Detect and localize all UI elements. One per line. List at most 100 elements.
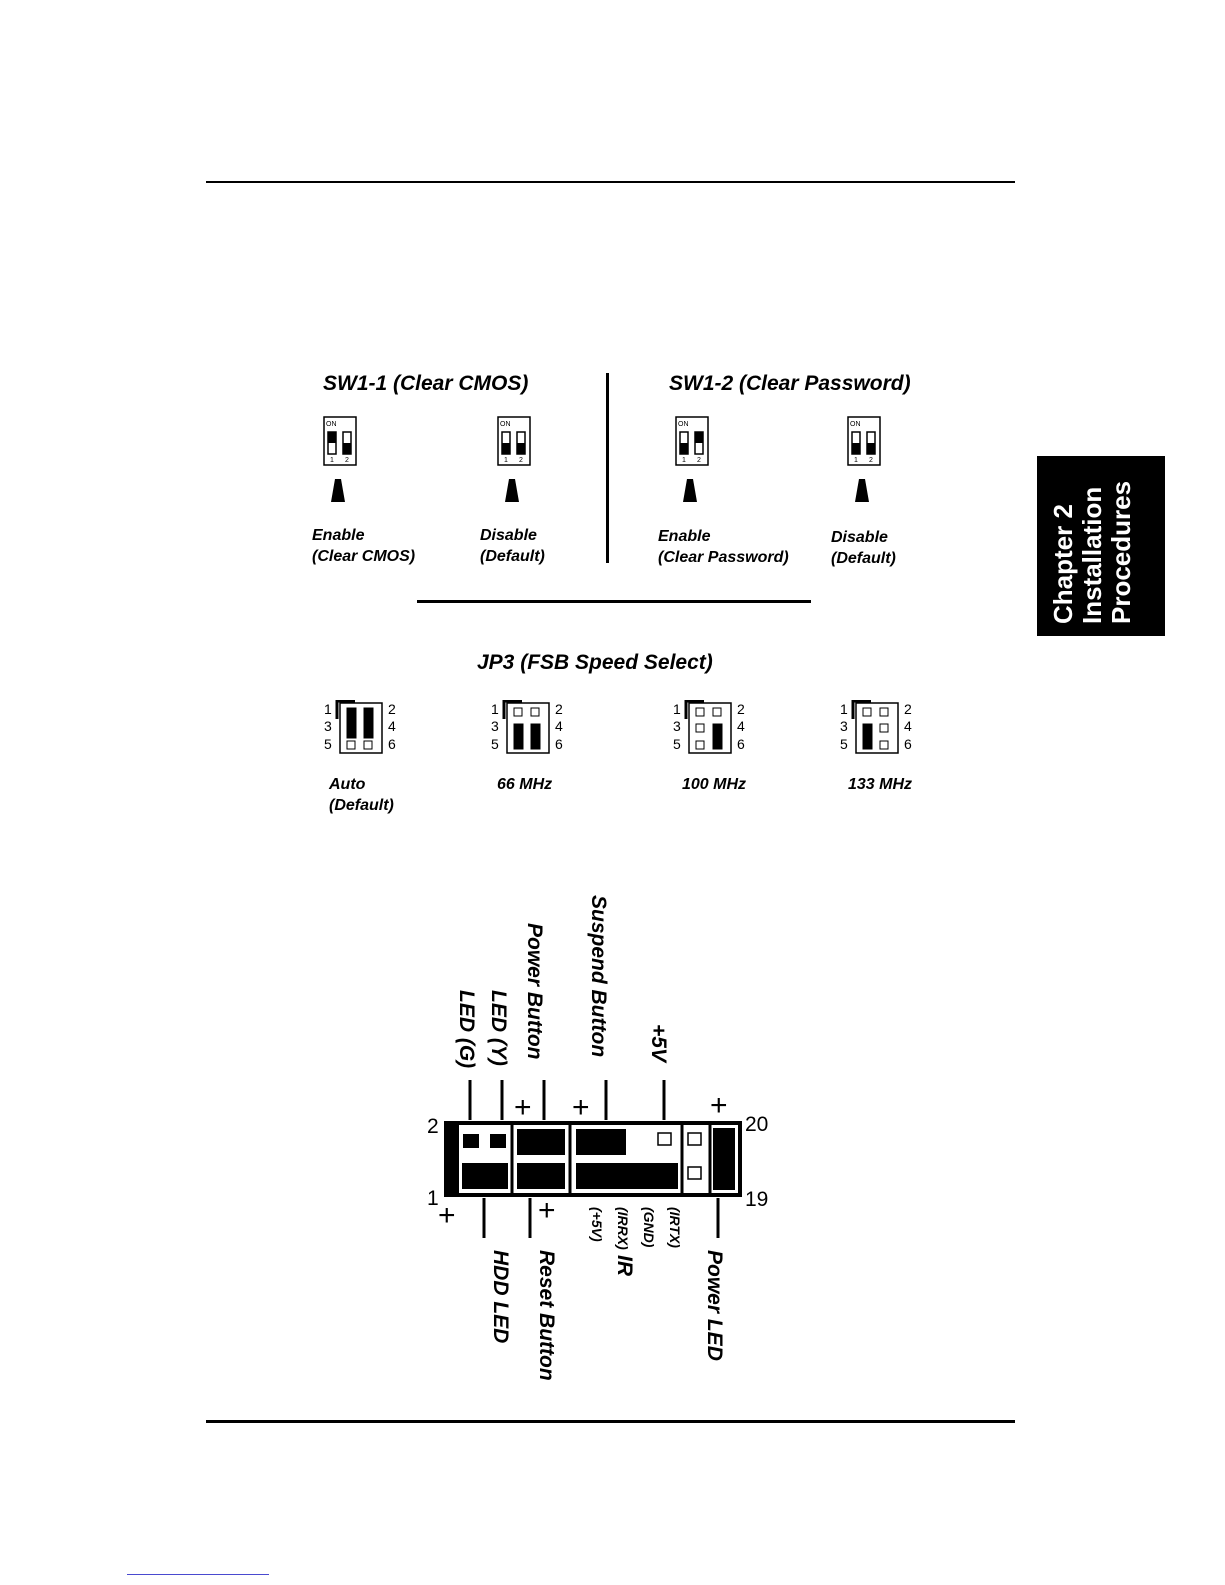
- label-hdd-led: HDD LED: [489, 1250, 512, 1343]
- caption-line: (Default): [480, 548, 545, 565]
- svg-text:2: 2: [737, 701, 745, 717]
- label-led-y: LED (Y): [487, 990, 510, 1066]
- label-plus-5v: +5V: [647, 1024, 670, 1064]
- sw1-2-disable-caption: Disable (Default): [831, 527, 896, 569]
- jp3-auto-caption: Auto (Default): [329, 774, 394, 816]
- front-panel-connector-diagram: LED (G) LED (Y) Power Button Suspend But…: [427, 895, 768, 1381]
- sw1-2-disable-dip: ON 1 2: [847, 416, 881, 502]
- footer-rule: [206, 1420, 1015, 1423]
- caption-line: Disable: [831, 529, 888, 546]
- svg-text:ON: ON: [500, 421, 511, 428]
- svg-text:3: 3: [324, 718, 332, 734]
- svg-text:+: +: [514, 1091, 532, 1124]
- chapter-tab: Chapter 2 Installation Procedures: [1037, 456, 1165, 636]
- label-reset-button: Reset Button: [535, 1250, 558, 1381]
- sw1-1-title: SW1-1 (Clear CMOS): [323, 372, 529, 395]
- sw1-2-enable-dip: ON 1 2: [675, 416, 709, 502]
- svg-text:3: 3: [673, 718, 681, 734]
- svg-text:1: 1: [427, 1187, 439, 1210]
- svg-text:6: 6: [737, 736, 745, 752]
- svg-text:4: 4: [904, 718, 912, 734]
- caption-line: 133 MHz: [848, 776, 913, 793]
- label-ir-gnd: (GND): [641, 1207, 657, 1248]
- svg-text:3: 3: [840, 718, 848, 734]
- svg-text:+: +: [710, 1089, 728, 1122]
- jp3-auto-jumper: 1 3 5 2 4 6: [324, 700, 396, 754]
- caption-line: (Default): [329, 797, 394, 814]
- caption-line: (Clear CMOS): [312, 548, 416, 565]
- svg-text:ON: ON: [850, 421, 861, 428]
- caption-line: 100 MHz: [682, 776, 747, 793]
- svg-text:4: 4: [388, 718, 396, 734]
- label-ir-irtx: (IRTX): [667, 1207, 683, 1248]
- label-ir: IR: [613, 1255, 636, 1277]
- label-led-g: LED (G): [455, 990, 478, 1068]
- chapter-tab-line: Chapter 2: [1048, 504, 1078, 624]
- svg-text:19: 19: [745, 1188, 768, 1211]
- sw1-1-enable-caption: Enable (Clear CMOS): [312, 525, 415, 567]
- svg-text:1: 1: [504, 457, 508, 464]
- svg-text:20: 20: [745, 1113, 768, 1136]
- svg-text:+: +: [572, 1091, 590, 1124]
- svg-text:5: 5: [673, 736, 681, 752]
- caption-line: 66 MHz: [497, 776, 553, 793]
- section-horizontal-divider: [417, 600, 811, 603]
- jp3-66mhz-jumper: 1 3 5 2 4 6: [491, 700, 563, 754]
- sw1-1-disable-caption: Disable (Default): [480, 525, 545, 567]
- caption-line: Auto: [329, 776, 366, 793]
- svg-text:3: 3: [491, 718, 499, 734]
- svg-text:ON: ON: [326, 421, 337, 428]
- svg-text:1: 1: [673, 701, 681, 717]
- svg-text:5: 5: [491, 736, 499, 752]
- label-power-button: Power Button: [523, 923, 546, 1060]
- svg-text:ON: ON: [678, 421, 689, 428]
- label-ir-irrx: (IRRX): [615, 1207, 631, 1250]
- svg-text:+: +: [538, 1194, 556, 1227]
- label-suspend-button: Suspend Button: [587, 895, 610, 1057]
- svg-text:2: 2: [904, 701, 912, 717]
- svg-text:2: 2: [427, 1115, 439, 1138]
- jp3-title: JP3 (FSB Speed Select): [477, 651, 713, 674]
- svg-text:2: 2: [555, 701, 563, 717]
- caption-line: Disable: [480, 527, 537, 544]
- svg-text:1: 1: [324, 701, 332, 717]
- jp3-66mhz-caption: 66 MHz: [497, 774, 552, 795]
- svg-text:2: 2: [697, 457, 701, 464]
- svg-text:4: 4: [555, 718, 563, 734]
- jp3-100mhz-jumper: 1 3 5 2 4 6: [673, 700, 745, 754]
- svg-text:5: 5: [840, 736, 848, 752]
- label-power-led: Power LED: [703, 1250, 726, 1361]
- label-ir-5v: (+5V): [589, 1207, 605, 1242]
- caption-line: (Clear Password): [658, 549, 789, 566]
- sw1-1-enable-dip: ON 1 2: [323, 416, 357, 502]
- svg-text:5: 5: [324, 736, 332, 752]
- sw1-1-disable-dip: ON 1 2: [497, 416, 531, 502]
- svg-text:6: 6: [904, 736, 912, 752]
- section-vertical-divider: [606, 373, 609, 563]
- svg-text:1: 1: [491, 701, 499, 717]
- svg-text:2: 2: [869, 457, 873, 464]
- svg-text:1: 1: [854, 457, 858, 464]
- jp3-100mhz-caption: 100 MHz: [682, 774, 746, 795]
- caption-line: Enable: [658, 528, 711, 545]
- svg-text:6: 6: [555, 736, 563, 752]
- svg-text:2: 2: [519, 457, 523, 464]
- svg-text:2: 2: [345, 457, 349, 464]
- chapter-tab-line: Installation: [1077, 486, 1107, 624]
- svg-text:6: 6: [388, 736, 396, 752]
- svg-text:1: 1: [682, 457, 686, 464]
- svg-text:1: 1: [840, 701, 848, 717]
- svg-text:+: +: [438, 1199, 456, 1232]
- jp3-133mhz-jumper: 1 3 5 2 4 6: [840, 700, 912, 754]
- sw1-2-enable-caption: Enable (Clear Password): [658, 526, 789, 568]
- jp3-133mhz-caption: 133 MHz: [848, 774, 912, 795]
- sw1-2-title: SW1-2 (Clear Password): [669, 372, 911, 395]
- svg-text:2: 2: [388, 701, 396, 717]
- header-rule: [206, 181, 1015, 183]
- caption-line: Enable: [312, 527, 365, 544]
- svg-text:1: 1: [330, 457, 334, 464]
- footer-link-underline: [127, 1574, 269, 1575]
- svg-text:4: 4: [737, 718, 745, 734]
- caption-line: (Default): [831, 550, 896, 567]
- chapter-tab-line: Procedures: [1106, 480, 1136, 624]
